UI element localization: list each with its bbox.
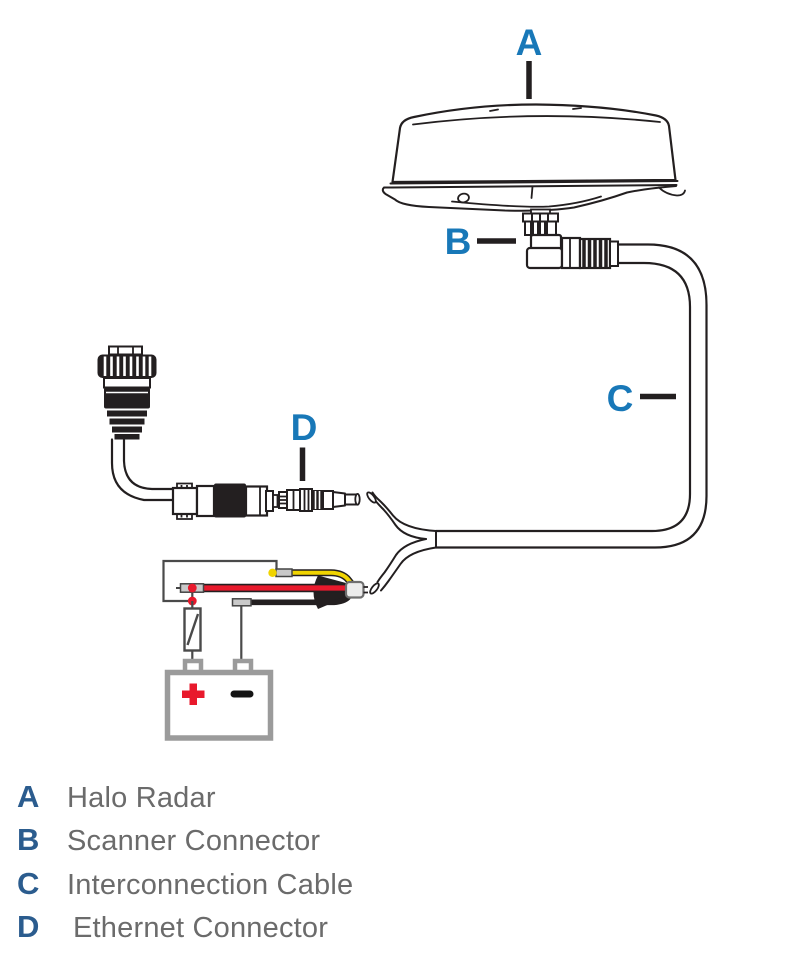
legend-letter-c: C xyxy=(17,865,40,901)
scanner-coupler xyxy=(560,236,582,270)
legend-row-b: B Scanner Connector xyxy=(17,822,777,865)
black-wire xyxy=(248,594,351,606)
scanner-connector xyxy=(522,208,619,270)
legend-label-interconnection-cable: Interconnection Cable xyxy=(67,868,354,901)
eth-body xyxy=(299,488,313,512)
coupler-ring xyxy=(195,484,216,518)
interconnection-cable xyxy=(366,243,708,595)
cable-branch-upper xyxy=(371,491,437,540)
plug-nut-knurls xyxy=(103,356,152,376)
radar-screw-hole xyxy=(457,192,470,204)
coupler-collar xyxy=(171,486,199,516)
ferrule-nub xyxy=(363,586,368,594)
scanner-flange-knurls xyxy=(531,214,549,221)
battery-case xyxy=(164,669,274,741)
legend-row-a: A Halo Radar xyxy=(17,779,777,822)
callout-d: D xyxy=(291,407,318,481)
black-wire-terminal xyxy=(231,598,252,607)
plug-coupling-nut xyxy=(97,354,157,378)
legend-letter-d: D xyxy=(17,908,40,944)
wiring-diagram: A B C D xyxy=(97,22,708,741)
coupler-black-band xyxy=(214,483,246,518)
signal-loop-wire xyxy=(162,559,278,603)
eth-contacts xyxy=(279,495,287,505)
ethernet-connector xyxy=(278,488,361,512)
legend-letter-a: A xyxy=(17,779,40,814)
yellow-wire-pin xyxy=(268,568,277,577)
yellow-wire xyxy=(290,570,355,587)
fuse xyxy=(183,607,202,652)
callout-b: B xyxy=(445,221,516,262)
legend-label-ethernet-connector: Ethernet Connector xyxy=(73,911,329,944)
coupler-white-section xyxy=(244,485,269,517)
eth-boot xyxy=(332,491,346,508)
legend-row-d: D Ethernet Connector xyxy=(17,909,777,952)
yellow-wire-terminal xyxy=(275,568,293,578)
callout-d-letter: D xyxy=(291,407,318,448)
callout-a: A xyxy=(516,22,543,99)
cable-branch-lower xyxy=(376,538,437,592)
fuse-diagonal xyxy=(186,613,200,646)
scanner-end-ring xyxy=(609,240,619,267)
scanner-nut-ribs xyxy=(530,222,548,235)
callout-c-letter: C xyxy=(607,378,634,419)
eth-collar xyxy=(322,490,334,510)
plug-top-cap xyxy=(108,345,143,356)
coupler-tip xyxy=(265,490,274,512)
network-cable-plug xyxy=(97,345,279,520)
battery-minus-symbol xyxy=(230,690,254,698)
plug-strain-ribs xyxy=(107,410,147,440)
legend-row-c: C Interconnection Cable xyxy=(17,866,777,909)
callout-b-letter: B xyxy=(445,221,472,262)
radar-base-detail xyxy=(451,185,686,208)
radar-seam xyxy=(389,180,679,189)
cable-branch-upper-end xyxy=(366,491,377,504)
cable-outer-edge xyxy=(434,243,708,549)
callout-a-letter: A xyxy=(516,22,543,63)
battery xyxy=(164,658,274,741)
bundle-ferrule xyxy=(344,580,365,599)
cable-inner-edge xyxy=(434,261,692,533)
eth-ribbed-ring xyxy=(312,490,323,510)
scanner-elbow-foot xyxy=(525,246,564,270)
radar-top-detail xyxy=(412,107,661,126)
radar-body xyxy=(391,103,677,184)
eth-tail-end xyxy=(354,492,361,506)
eth-body-lines xyxy=(303,489,310,511)
eth-ring-ribs xyxy=(314,491,321,509)
scanner-boot-ribs xyxy=(582,239,608,268)
power-wiring xyxy=(162,559,368,662)
plug-cap-notches xyxy=(117,347,134,355)
cable-branch-lower-end xyxy=(369,582,380,595)
coupler-tip-pin xyxy=(272,494,279,508)
legend: A Halo Radar B Scanner Connector C Inter… xyxy=(17,779,777,952)
junction-dot-upper xyxy=(187,583,197,593)
legend-letter-b: B xyxy=(17,822,40,858)
legend-label-halo-radar: Halo Radar xyxy=(67,782,216,814)
battery-plus-symbol xyxy=(182,683,205,705)
callout-c: C xyxy=(607,378,676,419)
plug-cable xyxy=(110,438,175,502)
plug-black-band xyxy=(104,387,150,409)
plug-ring xyxy=(103,377,151,389)
legend-label-scanner-connector: Scanner Connector xyxy=(67,825,321,858)
halo-radar xyxy=(381,103,686,212)
